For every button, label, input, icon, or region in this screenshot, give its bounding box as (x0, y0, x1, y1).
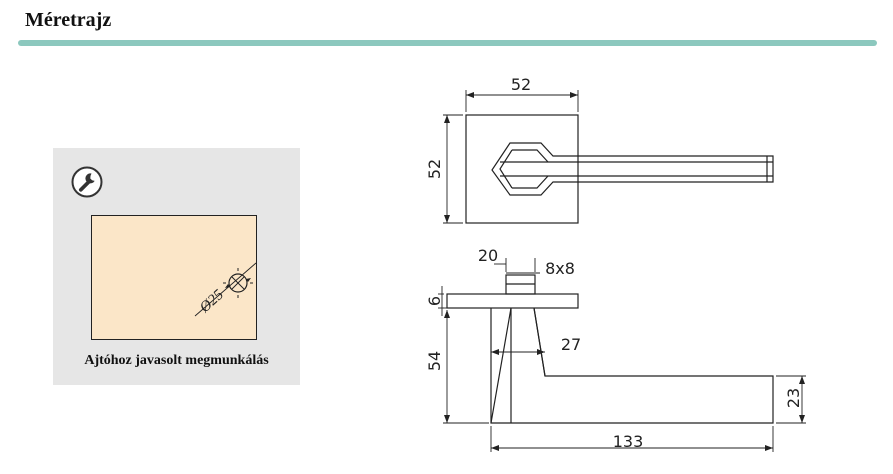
dim-top-width: 52 (511, 75, 531, 94)
dim-spindle-offset: 20 (478, 246, 498, 265)
bore-hole (228, 273, 248, 293)
door-bore-diagram: Ø25 (91, 215, 257, 340)
dim-lever-length: 133 (613, 432, 644, 451)
lever-top-view (491, 142, 774, 196)
rose-plate (446, 293, 579, 309)
dim-handle-height: 54 (425, 351, 444, 371)
rose-square (465, 114, 579, 224)
tip-caption: Ajtóhoz javasolt megmunkálás (84, 353, 269, 368)
dim-lever-height: 23 (784, 388, 803, 408)
lever-side-view (490, 307, 774, 424)
page-title: Méretrajz (25, 9, 112, 31)
wrench-icon (71, 166, 103, 198)
dim-spindle-size: 8x8 (545, 259, 575, 278)
dim-rose-thickness: 6 (425, 296, 444, 306)
door-preparation-panel: Ø25 Ajtóhoz javasolt megmunkálás (53, 148, 300, 385)
handle-dimension-drawing: 52 52 6 20 8x8 54 27 23 133 (425, 75, 806, 452)
title-divider (18, 40, 877, 46)
dim-top-height: 52 (425, 159, 444, 179)
dim-neck-width: 27 (561, 335, 581, 354)
